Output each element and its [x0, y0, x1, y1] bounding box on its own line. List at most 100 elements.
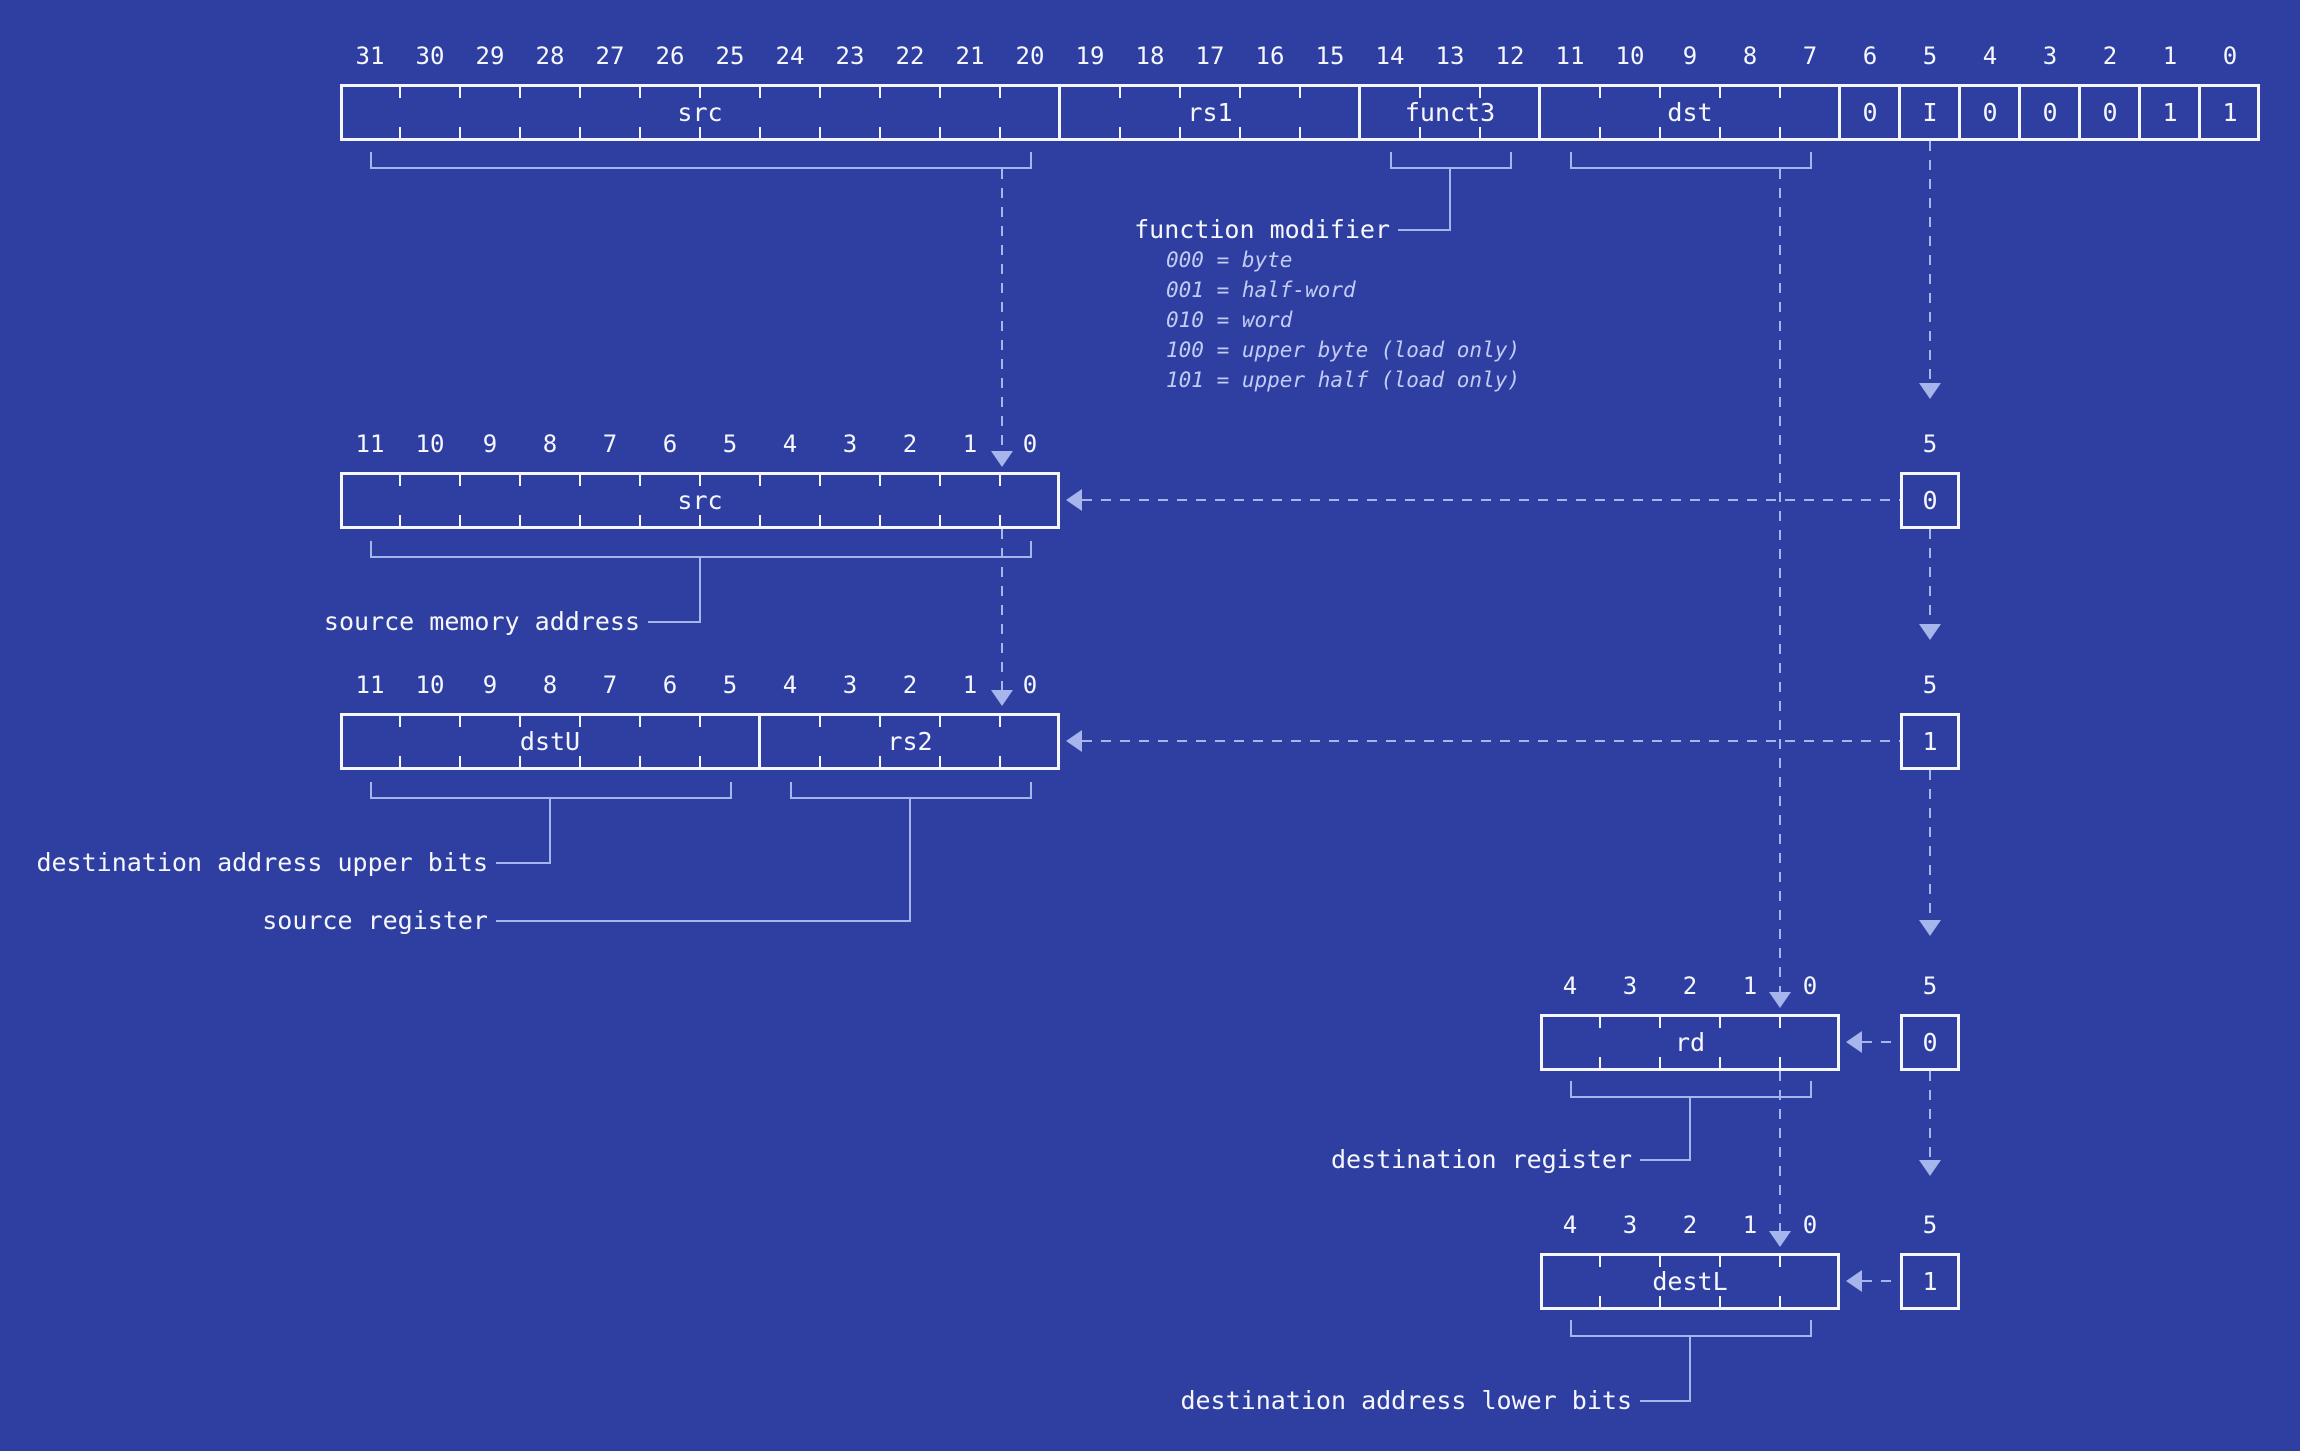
dstu-rs2-register-bit-number: 6 — [662, 671, 678, 699]
field-divider — [1958, 84, 1961, 141]
bit-tick — [879, 756, 881, 767]
bit-tick — [759, 87, 761, 98]
instruction-register-field-label: src — [677, 98, 723, 127]
bit-tick — [879, 515, 881, 526]
brace-src-register — [1030, 541, 1032, 558]
src-address-register-bit-number: 5 — [722, 430, 738, 458]
instruction-register-bit-number: 25 — [715, 42, 745, 70]
source-memory-address-connector-h — [648, 621, 700, 623]
bit-tick — [939, 756, 941, 767]
dest-upper-connector-h — [496, 862, 550, 864]
brace-dst-field — [1810, 152, 1812, 169]
ibit-value-box-4: 1 — [1900, 1253, 1960, 1310]
function-modifier-option: 100 = upper byte (load only) — [1166, 338, 1521, 362]
brace-rd-register — [1570, 1096, 1812, 1098]
source-register-connector-h — [496, 920, 910, 922]
dstu-rs2-register-field-label: rs2 — [887, 727, 933, 756]
bit-tick — [1479, 127, 1481, 138]
bit-tick — [699, 475, 701, 486]
dstu-rs2-register-bit-number: 4 — [782, 671, 798, 699]
bit-tick — [699, 515, 701, 526]
bit-tick — [939, 515, 941, 526]
field-divider — [1538, 84, 1541, 141]
instruction-register-bit-number: 31 — [355, 42, 385, 70]
ibit-value-box-2: 1 — [1900, 713, 1960, 770]
dash-box4-to-destl-register — [1862, 1280, 1900, 1282]
brace-destl-register — [1570, 1335, 1812, 1337]
label-source-memory-address: source memory address — [323, 607, 640, 636]
bit-tick — [1659, 127, 1661, 138]
src-address-register-bit-number: 1 — [962, 430, 978, 458]
rd-register-field-label: rd — [1674, 1028, 1706, 1057]
bit-tick — [699, 127, 701, 138]
source-register-connector-v — [909, 798, 911, 922]
bit-tick — [1779, 1296, 1781, 1307]
dstu-rs2-register-bit-number: 11 — [355, 671, 385, 699]
field-divider — [2018, 84, 2021, 141]
arrow-src-to-rs2 — [991, 690, 1013, 706]
bit-tick — [759, 127, 761, 138]
function-modifier-option: 101 = upper half (load only) — [1166, 368, 1521, 392]
bit-tick — [579, 87, 581, 98]
dstu-rs2-register-bit-number: 8 — [542, 671, 558, 699]
dstu-rs2-register-bit-number: 3 — [842, 671, 858, 699]
arrow-ibit-2 — [1919, 624, 1941, 640]
instruction-register-bit-number: 10 — [1615, 42, 1645, 70]
src-address-register-bit-number: 6 — [662, 430, 678, 458]
brace-dst-field — [1570, 152, 1572, 169]
dstu-rs2-register-bit-number: 2 — [902, 671, 918, 699]
instruction-register-bit-number: 16 — [1255, 42, 1285, 70]
rd-register-bit-number: 3 — [1622, 972, 1638, 1000]
function-modifier-option: 010 = word — [1166, 308, 1293, 332]
instruction-register-bit-number: 18 — [1135, 42, 1165, 70]
bit-tick — [1479, 87, 1481, 98]
bit-tick — [639, 475, 641, 486]
bit-tick — [999, 515, 1001, 526]
bit-tick — [699, 756, 701, 767]
src-address-register-bit-number: 10 — [415, 430, 445, 458]
arrow-ibit-3 — [1919, 920, 1941, 936]
instruction-register — [340, 84, 2260, 141]
bit-tick — [459, 475, 461, 486]
src-address-register-bit-number: 8 — [542, 430, 558, 458]
dash-ibit-down-4 — [1929, 1071, 1931, 1161]
instruction-register-field-label: 0 — [1862, 98, 1878, 127]
bit-tick — [399, 716, 401, 727]
function-modifier-option: 001 = half-word — [1166, 278, 1356, 302]
instruction-register-bit-number: 23 — [835, 42, 865, 70]
dstu-rs2-register — [340, 713, 1060, 770]
field-divider — [2138, 84, 2141, 141]
ibit-value-box-4-bit-number: 5 — [1922, 1211, 1938, 1239]
bit-tick — [399, 475, 401, 486]
dash-src-field-down-1 — [1001, 169, 1003, 452]
bit-tick — [819, 127, 821, 138]
bit-tick — [879, 475, 881, 486]
instruction-register-field-label: I — [1922, 98, 1938, 127]
bit-tick — [639, 87, 641, 98]
bit-tick — [999, 716, 1001, 727]
ibit-value-box-1-bit-number: 5 — [1922, 430, 1938, 458]
destl-register-bit-number: 0 — [1802, 1211, 1818, 1239]
bit-tick — [1719, 127, 1721, 138]
brace-rs2-field — [790, 797, 1032, 799]
bit-tick — [639, 127, 641, 138]
bit-tick — [1599, 1296, 1601, 1307]
bit-tick — [639, 756, 641, 767]
brace-rd-register — [1570, 1081, 1572, 1098]
instruction-register-bit-number: 0 — [2222, 42, 2238, 70]
brace-src-field — [1030, 152, 1032, 169]
brace-funct3-field — [1390, 152, 1392, 169]
bit-tick — [1659, 1057, 1661, 1068]
brace-funct3-field — [1390, 167, 1512, 169]
instruction-register-bit-number: 22 — [895, 42, 925, 70]
bit-tick — [999, 756, 1001, 767]
brace-destl-register — [1810, 1320, 1812, 1337]
destl-register-bit-number: 2 — [1682, 1211, 1698, 1239]
bit-tick — [759, 475, 761, 486]
instruction-register-bit-number: 11 — [1555, 42, 1585, 70]
dstu-rs2-register-bit-number: 1 — [962, 671, 978, 699]
bit-tick — [1179, 127, 1181, 138]
dstu-rs2-register-bit-number: 0 — [1022, 671, 1038, 699]
bit-tick — [699, 716, 701, 727]
